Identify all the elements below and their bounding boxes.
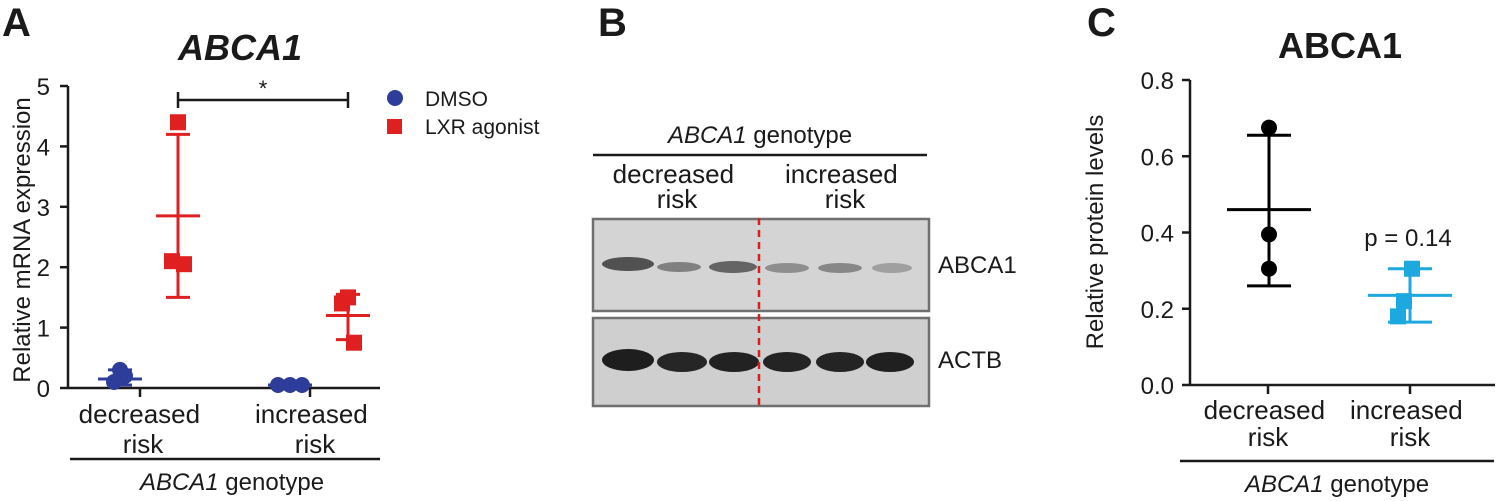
panel-b-genotype-header: ABCA1 genotype <box>666 122 852 149</box>
panel-c-point-increased <box>1396 293 1412 310</box>
panel-a-point-dmso <box>282 376 298 393</box>
panel-a-category-decreased-line1: decreased <box>79 399 200 429</box>
panel-a-category-increased-line2: risk <box>295 429 336 459</box>
panel-c-genotype-gene: ABCA1 <box>1243 471 1324 498</box>
legend-dmso-marker <box>387 90 403 106</box>
panel-a-category-increased-line1: increased <box>255 399 368 429</box>
panel-a-category-decreased-line2: risk <box>123 429 164 459</box>
panel-a-letter: A <box>2 1 31 45</box>
panel-a-point-dmso <box>294 376 310 393</box>
blot-actb-band-4 <box>763 352 811 372</box>
blot-abca1-band-6 <box>872 263 912 273</box>
panel-c-category-decreased-line1: decreased <box>1204 395 1325 425</box>
panel-a-significance-star: * <box>259 76 268 101</box>
panel-a-y-axis-label: Relative mRNA expression <box>9 97 36 382</box>
blot-actb-label: ACTB <box>938 347 1002 374</box>
panel-b-genotype-gene: ABCA1 <box>666 122 747 149</box>
legend-lxr-label: LXR agonist <box>425 116 540 139</box>
blot-actb-band-2 <box>657 352 707 372</box>
panel-a-y-tick-label: 2 <box>37 255 50 282</box>
panel-a-point-lxr <box>170 114 186 131</box>
panel-b-column-increased-line2: risk <box>825 184 866 214</box>
panel-c-genotype-label: ABCA1 genotype <box>1243 471 1429 498</box>
panel-a-y-tick-label: 4 <box>37 134 50 161</box>
panel-c-marks <box>1227 119 1452 325</box>
panel-c: C ABCA1 Relative protein levels 0.00.20.… <box>1082 1 1495 498</box>
blot-abca1-band-4 <box>765 263 809 273</box>
blot-actb-band-3 <box>709 352 759 372</box>
blot-abca1-band-3 <box>709 261 757 273</box>
panel-b-genotype-word: genotype <box>747 122 852 149</box>
panel-a-point-dmso <box>270 376 286 393</box>
legend-lxr-marker <box>387 119 402 134</box>
legend-dmso-label: DMSO <box>425 88 488 111</box>
panel-b-column-decreased-line2: risk <box>657 184 698 214</box>
panel-c-point-decreased <box>1261 119 1277 136</box>
panel-c-category-increased: increased risk <box>1350 395 1470 452</box>
panel-a-y-tick-label: 0 <box>37 376 50 403</box>
blot-abca1-band-5 <box>818 263 862 273</box>
panel-c-y-ticks: 0.0 0.2 0.4 0.6 0.8 <box>1141 68 1190 400</box>
blot-abca1-band-1 <box>602 257 654 271</box>
panel-b-column-decreased: decreased risk <box>613 159 742 214</box>
panel-a-point-lxr <box>176 256 192 273</box>
panel-a-genotype-label: ABCA1 genotype <box>138 469 324 496</box>
panel-b-column-increased: increased risk <box>785 159 905 214</box>
panel-a-point-lxr <box>334 295 350 312</box>
panel-c-y-tick-label: 0.6 <box>1141 144 1174 171</box>
panel-b-column-decreased-line1: decreased <box>613 159 734 189</box>
panel-c-title: ABCA1 <box>1278 25 1402 66</box>
panel-b-letter: B <box>598 1 627 45</box>
panel-a-category-increased: increased risk <box>255 399 375 459</box>
panel-c-category-decreased: decreased risk <box>1204 395 1333 452</box>
panel-a-point-lxr <box>346 334 362 351</box>
panel-c-y-tick-label: 0.0 <box>1141 373 1174 400</box>
panel-b: B ABCA1 genotype decreased risk increase… <box>591 1 1017 408</box>
panel-c-point-decreased <box>1261 226 1277 243</box>
panel-c-y-tick-label: 0.4 <box>1141 221 1174 248</box>
panel-c-category-increased-line2: risk <box>1390 422 1431 452</box>
panel-c-y-axis-label: Relative protein levels <box>1082 115 1109 350</box>
panel-c-y-tick-label: 0.2 <box>1141 297 1174 324</box>
panel-c-y-tick-label: 0.8 <box>1141 68 1174 95</box>
panel-a-category-decreased: decreased risk <box>79 399 208 459</box>
panel-c-letter: C <box>1087 1 1116 45</box>
blot-abca1-label: ABCA1 <box>938 252 1017 279</box>
panel-c-category-increased-line1: increased <box>1350 395 1463 425</box>
panel-a-y-tick-label: 1 <box>37 316 50 343</box>
blot-actb-band-5 <box>816 352 864 372</box>
panel-a: A ABCA1 Relative mRNA expression 012345 … <box>2 1 540 496</box>
panel-a-y-ticks: 0 1 2 3 4 5 <box>37 74 68 403</box>
panel-c-point-increased <box>1390 308 1406 325</box>
panel-c-category-decreased-line2: risk <box>1248 422 1289 452</box>
blot-actb-band-1 <box>602 349 654 371</box>
panel-c-point-increased <box>1404 260 1420 277</box>
panel-c-genotype-word: genotype <box>1324 471 1429 498</box>
panel-a-point-dmso <box>106 373 122 390</box>
panel-a-marks <box>98 114 370 393</box>
panel-a-genotype-gene: ABCA1 <box>138 469 219 496</box>
panel-c-point-decreased <box>1261 260 1277 277</box>
panel-c-p-value: p = 0.14 <box>1364 225 1451 252</box>
panel-b-column-increased-line1: increased <box>785 159 898 189</box>
panel-a-genotype-word: genotype <box>219 469 324 496</box>
blot-abca1-band-2 <box>657 262 701 272</box>
blot-actb-band-6 <box>866 352 914 372</box>
panel-a-y-tick-label: 3 <box>37 195 50 222</box>
panel-a-title: ABCA1 <box>177 27 302 68</box>
panel-a-y-tick-label: 5 <box>37 74 50 101</box>
